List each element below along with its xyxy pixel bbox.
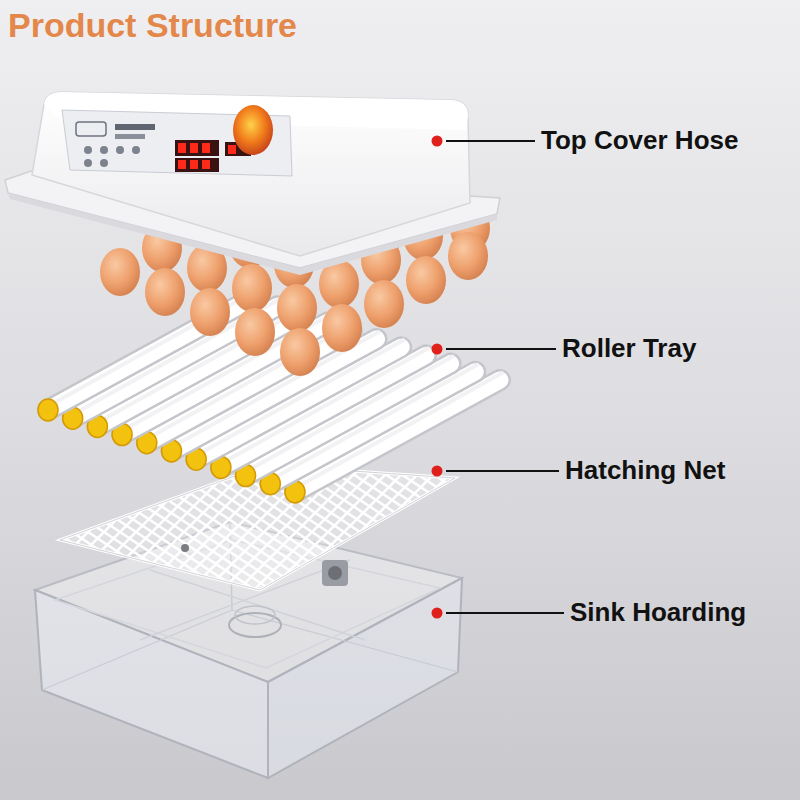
egg xyxy=(277,284,317,332)
net-wire xyxy=(204,300,800,700)
leader-line xyxy=(446,612,564,614)
part-label: Top Cover Hose xyxy=(541,125,738,156)
leader-line xyxy=(446,470,559,472)
egg xyxy=(235,308,275,356)
net-wire xyxy=(432,300,800,700)
egg xyxy=(448,232,488,280)
net-wire xyxy=(0,300,96,700)
net-wire xyxy=(0,300,452,700)
page-title: Product Structure xyxy=(8,6,297,45)
net-wire xyxy=(12,300,612,700)
roller-tray xyxy=(38,291,502,503)
net-wire xyxy=(0,300,548,700)
marker-dot xyxy=(432,608,443,619)
net-wire xyxy=(0,300,596,700)
top-cover xyxy=(5,92,500,275)
roller xyxy=(73,306,278,418)
net-wire xyxy=(464,300,800,700)
egg xyxy=(280,328,320,376)
net-wire xyxy=(448,300,800,700)
part-label: Sink Hoarding xyxy=(570,597,746,628)
egg xyxy=(100,248,140,296)
leader-lines xyxy=(432,136,565,619)
egg xyxy=(364,280,404,328)
egg xyxy=(145,268,185,316)
egg xyxy=(406,256,446,304)
part-label: Hatching Net xyxy=(565,455,725,486)
roller-shine xyxy=(77,299,280,412)
marker-dot xyxy=(432,344,443,355)
net-wire xyxy=(0,300,580,700)
net-wire xyxy=(0,300,128,700)
marker-dot xyxy=(432,466,443,477)
marker-dot xyxy=(432,136,443,147)
part-label: Roller Tray xyxy=(562,333,696,364)
net-wire xyxy=(0,300,352,700)
net-wire xyxy=(0,300,356,700)
net-wire xyxy=(0,300,112,700)
roller-gear xyxy=(38,399,58,421)
egg xyxy=(232,264,272,312)
net-wire xyxy=(0,300,80,700)
leader-line xyxy=(446,140,535,142)
net-wire xyxy=(0,300,516,700)
egg xyxy=(190,288,230,336)
net-wire xyxy=(480,300,800,700)
leader-line xyxy=(446,348,556,350)
egg xyxy=(322,304,362,352)
roller-edge xyxy=(73,306,278,418)
net-wire xyxy=(416,300,800,700)
net-wire xyxy=(0,300,484,700)
net-wire xyxy=(220,300,800,700)
net-wire xyxy=(0,300,420,700)
